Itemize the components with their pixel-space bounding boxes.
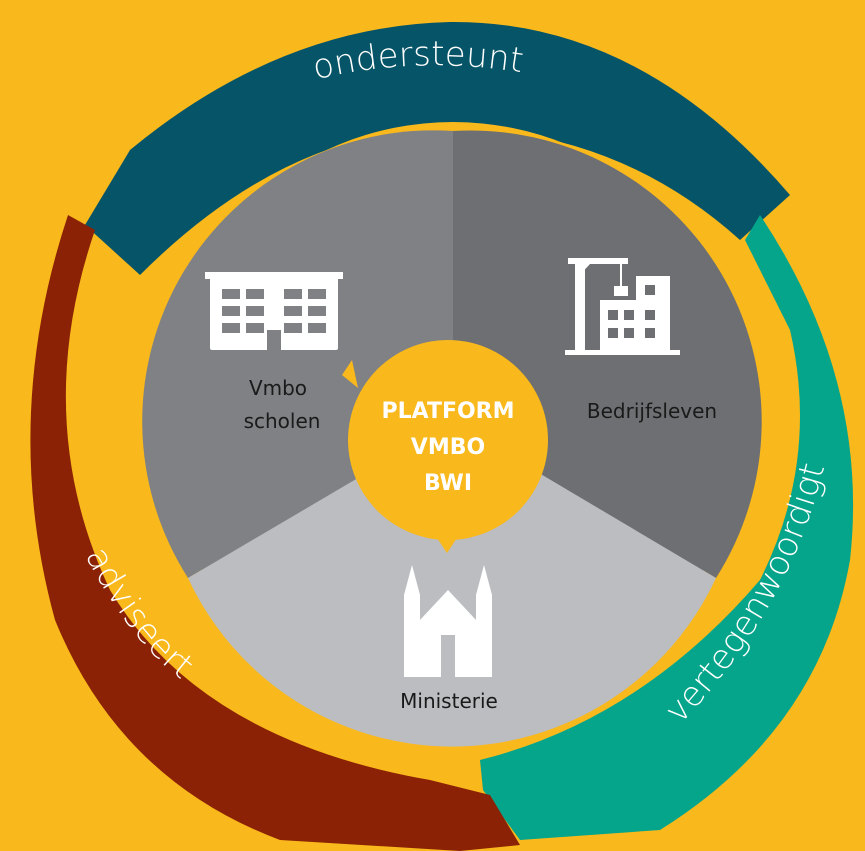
segment-ministry-label: Ministerie	[400, 689, 498, 713]
segment-business-label: Bedrijfsleven	[587, 399, 717, 423]
construction-crane-icon	[565, 258, 680, 355]
supports-arrow	[85, 21, 790, 275]
segment-schools-label-line2: scholen	[244, 409, 321, 433]
church-building-icon	[404, 565, 492, 677]
segment-schools-label-line1: Vmbo	[249, 376, 307, 400]
school-building-icon	[205, 272, 343, 350]
center-label-line3: BWI	[424, 471, 472, 496]
advises-arrow	[30, 215, 521, 851]
center-label-line2: VMBO	[411, 435, 485, 460]
center-badge	[342, 340, 548, 553]
center-label-line1: PLATFORM	[381, 399, 514, 424]
represents-arrow	[480, 215, 854, 840]
segment-ministry	[188, 422, 716, 747]
